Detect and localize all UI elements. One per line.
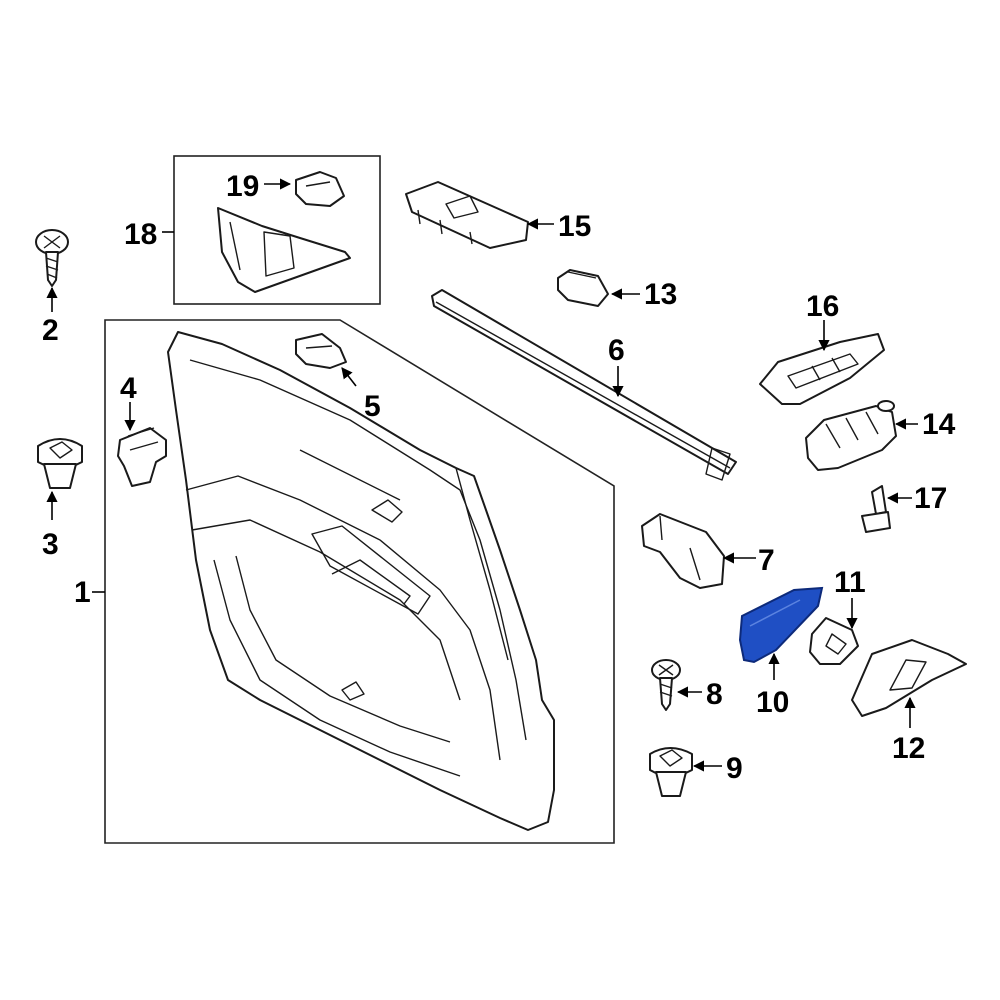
part-4-clip[interactable] — [117, 427, 167, 487]
callout-17: 17 — [914, 482, 947, 515]
part-1-door-trim-panel[interactable] — [167, 331, 555, 831]
part-11-clip[interactable] — [809, 617, 859, 665]
part-3-grommet[interactable] — [37, 438, 83, 489]
callout-13: 13 — [644, 278, 677, 311]
callout-7: 7 — [758, 544, 775, 577]
callout-19: 19 — [226, 170, 259, 203]
part-15-switch-bezel[interactable] — [405, 181, 529, 249]
callout-9: 9 — [726, 752, 743, 785]
part-2-screw[interactable] — [35, 229, 69, 287]
callout-2: 2 — [42, 314, 59, 347]
part-17-bolt[interactable] — [861, 485, 891, 533]
callout-12: 12 — [892, 732, 925, 765]
part-6-weatherstrip[interactable] — [431, 289, 737, 481]
callout-15: 15 — [558, 210, 591, 243]
part-14-switch-assembly[interactable] — [805, 400, 897, 471]
part-13-switch[interactable] — [557, 269, 609, 307]
callout-11: 11 — [834, 566, 866, 599]
part-7-bracket[interactable] — [641, 513, 725, 589]
callout-1: 1 — [74, 576, 91, 609]
part-8-screw[interactable] — [651, 659, 681, 711]
callout-14: 14 — [922, 408, 956, 441]
part-16-switch-bezel[interactable] — [759, 333, 885, 405]
part-18-bracket[interactable] — [217, 207, 351, 293]
inset-box-1 — [104, 319, 615, 844]
part-12-handle-bezel[interactable] — [851, 639, 967, 717]
callout-6: 6 — [608, 334, 625, 367]
callout-18: 18 — [124, 218, 157, 251]
callout-4: 4 — [120, 372, 137, 405]
inset-box-18 — [173, 155, 381, 305]
part-5-clip[interactable] — [295, 333, 347, 369]
callout-3: 3 — [42, 528, 59, 561]
callout-16: 16 — [806, 290, 839, 323]
leader-5 — [341, 367, 357, 387]
part-19-clip[interactable] — [295, 171, 345, 207]
part-9-grommet[interactable] — [649, 747, 693, 797]
callout-8: 8 — [706, 678, 723, 711]
part-10-trim-cover-highlighted[interactable] — [738, 586, 824, 664]
callout-10: 10 — [756, 686, 789, 719]
callout-5: 5 — [364, 390, 381, 423]
